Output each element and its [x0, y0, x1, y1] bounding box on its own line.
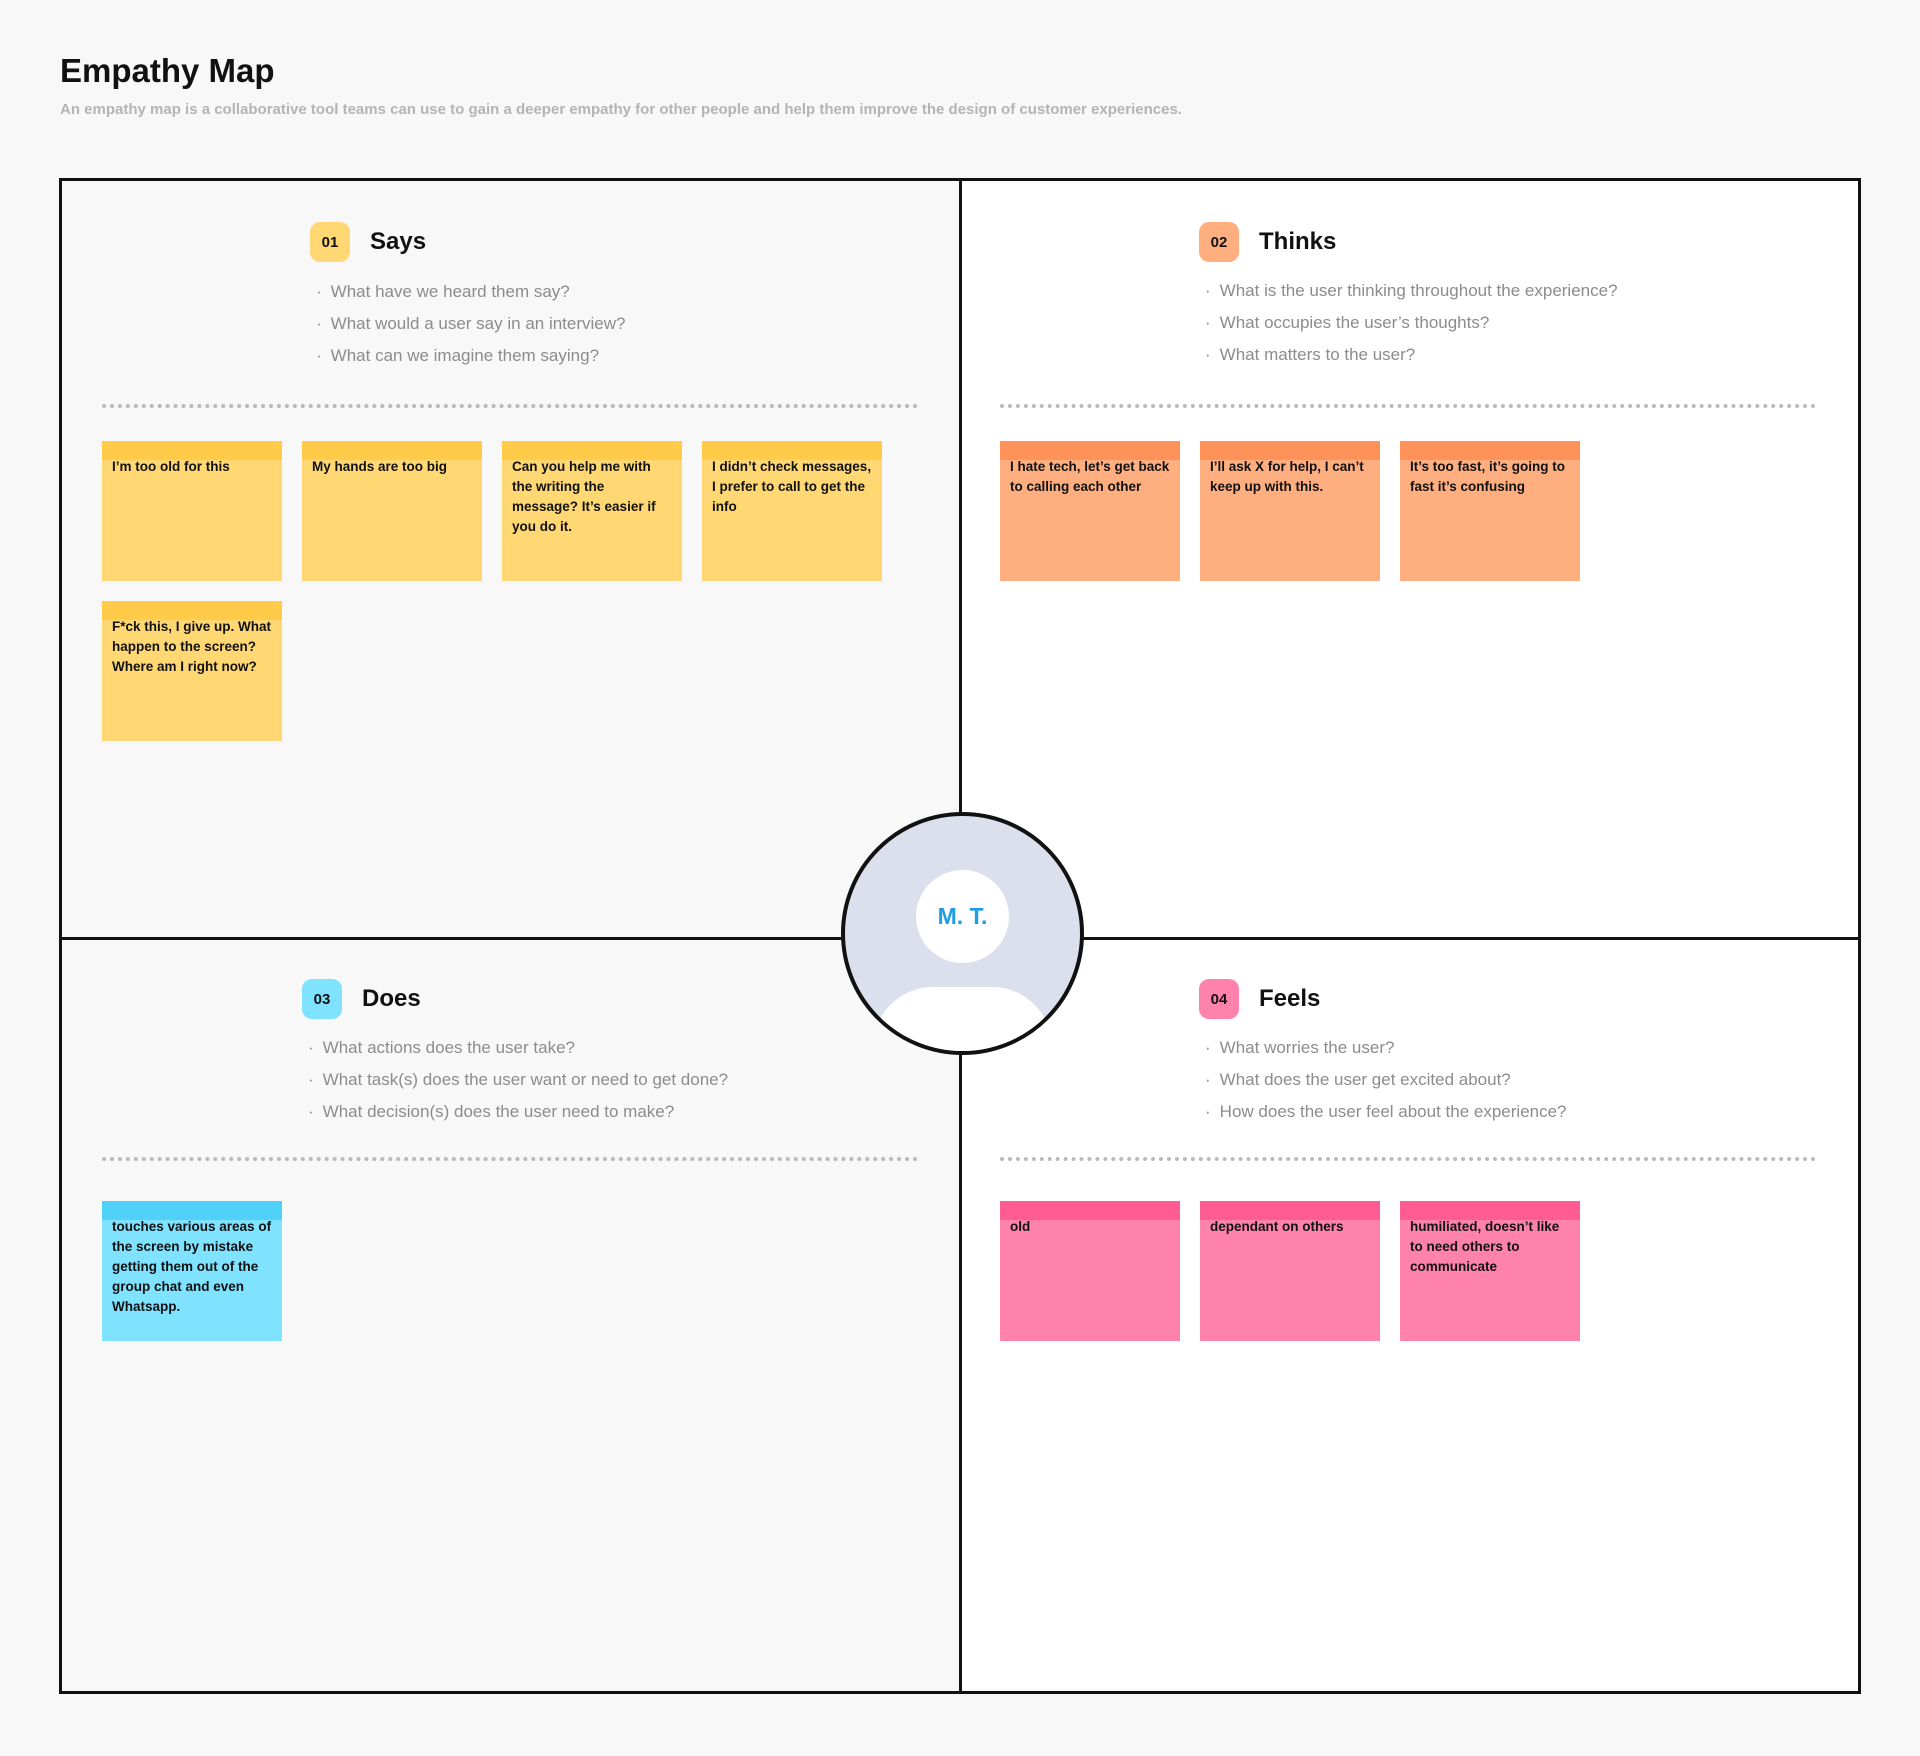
says-prompt: What can we imagine them saying? — [316, 340, 625, 372]
sticky-note-thinks[interactable]: I hate tech, let’s get back to calling e… — [1000, 441, 1180, 581]
thinks-prompt: What is the user thinking throughout the… — [1205, 275, 1618, 307]
thinks-divider — [1000, 404, 1816, 408]
quadrant-says: 01 Says What have we heard them say? Wha… — [62, 181, 960, 938]
sticky-note-says[interactable]: I didn’t check messages, I prefer to cal… — [702, 441, 882, 581]
note-text: Can you help me with the writing the mes… — [512, 459, 656, 534]
feels-prompt: What does the user get excited about? — [1205, 1064, 1567, 1096]
note-text: My hands are too big — [312, 459, 448, 474]
does-divider — [102, 1157, 918, 1161]
persona-initials: M. T. — [916, 870, 1009, 963]
note-header-strip — [502, 441, 682, 460]
avatar-body-shape — [873, 987, 1052, 1051]
empathy-map-board: 01 Says What have we heard them say? Wha… — [59, 178, 1861, 1694]
note-header-strip — [102, 601, 282, 620]
note-header-strip — [1400, 441, 1580, 460]
note-text: dependant on others — [1210, 1219, 1344, 1234]
sticky-note-says[interactable]: Can you help me with the writing the mes… — [502, 441, 682, 581]
note-text: I’ll ask X for help, I can’t keep up wit… — [1210, 459, 1364, 494]
note-header-strip — [702, 441, 882, 460]
does-title: Does — [362, 985, 421, 1012]
feels-title: Feels — [1259, 985, 1321, 1012]
user-avatar-icon: M. T. — [841, 812, 1084, 1055]
does-header: 03 Does — [302, 979, 421, 1019]
note-text: humiliated, doesn’t like to need others … — [1410, 1219, 1560, 1274]
note-header-strip — [1200, 1201, 1380, 1220]
sticky-note-says[interactable]: F*ck this, I give up. What happen to the… — [102, 601, 282, 741]
feels-number-badge: 04 — [1199, 979, 1239, 1019]
note-header-strip — [102, 1201, 282, 1220]
note-header-strip — [1000, 441, 1180, 460]
does-prompt: What task(s) does the user want or need … — [308, 1064, 728, 1096]
sticky-note-says[interactable]: My hands are too big — [302, 441, 482, 581]
thinks-prompt: What matters to the user? — [1205, 339, 1618, 371]
thinks-header: 02 Thinks — [1199, 222, 1336, 262]
says-prompt: What have we heard them say? — [316, 276, 625, 308]
quadrant-does: 03 Does What actions does the user take?… — [62, 938, 960, 1691]
page-subtitle: An empathy map is a collaborative tool t… — [60, 101, 1182, 118]
says-prompt: What would a user say in an interview? — [316, 308, 626, 340]
note-header-strip — [1200, 441, 1380, 460]
note-text: I’m too old for this — [112, 459, 230, 474]
does-number-badge: 03 — [302, 979, 342, 1019]
sticky-note-thinks[interactable]: It’s too fast, it’s going to fast it’s c… — [1400, 441, 1580, 581]
feels-prompt: What worries the user? — [1205, 1032, 1567, 1064]
note-text: old — [1010, 1219, 1031, 1234]
page-title: Empathy Map — [60, 52, 275, 89]
feels-prompts: What worries the user? What does the use… — [1205, 1032, 1567, 1128]
note-text: It’s too fast, it’s going to fast it’s c… — [1410, 459, 1565, 494]
note-text: F*ck this, I give up. What happen to the… — [112, 619, 272, 674]
sticky-note-thinks[interactable]: I’ll ask X for help, I can’t keep up wit… — [1200, 441, 1380, 581]
says-title: Says — [370, 228, 427, 255]
sticky-note-feels[interactable]: old — [1000, 1201, 1180, 1341]
note-text: I didn’t check messages, I prefer to cal… — [712, 459, 872, 514]
sticky-note-feels[interactable]: dependant on others — [1200, 1201, 1380, 1341]
note-header-strip — [302, 441, 482, 460]
thinks-prompt: What occupies the user’s thoughts? — [1205, 307, 1618, 339]
thinks-number-badge: 02 — [1199, 222, 1239, 262]
feels-header: 04 Feels — [1199, 979, 1320, 1019]
note-header-strip — [102, 441, 282, 460]
sticky-note-does[interactable]: touches various areas of the screen by m… — [102, 1201, 282, 1341]
note-text: I hate tech, let’s get back to calling e… — [1010, 459, 1170, 494]
says-prompts: What have we heard them say? What would … — [316, 276, 626, 372]
does-prompts: What actions does the user take? What ta… — [308, 1032, 728, 1128]
feels-divider — [1000, 1157, 1816, 1161]
feels-prompt: How does the user feel about the experie… — [1205, 1096, 1567, 1128]
says-number-badge: 01 — [310, 222, 350, 262]
sticky-note-feels[interactable]: humiliated, doesn’t like to need others … — [1400, 1201, 1580, 1341]
says-divider — [102, 404, 918, 408]
thinks-title: Thinks — [1259, 228, 1337, 255]
thinks-prompts: What is the user thinking throughout the… — [1205, 275, 1618, 371]
note-text: touches various areas of the screen by m… — [112, 1219, 272, 1314]
does-prompt: What actions does the user take? — [308, 1032, 728, 1064]
says-header: 01 Says — [310, 222, 426, 262]
sticky-note-says[interactable]: I’m too old for this — [102, 441, 282, 581]
note-header-strip — [1000, 1201, 1180, 1220]
quadrant-thinks: 02 Thinks What is the user thinking thro… — [960, 181, 1858, 938]
does-prompt: What decision(s) does the user need to m… — [308, 1096, 728, 1128]
note-header-strip — [1400, 1201, 1580, 1220]
quadrant-feels: 04 Feels What worries the user? What doe… — [960, 938, 1858, 1691]
